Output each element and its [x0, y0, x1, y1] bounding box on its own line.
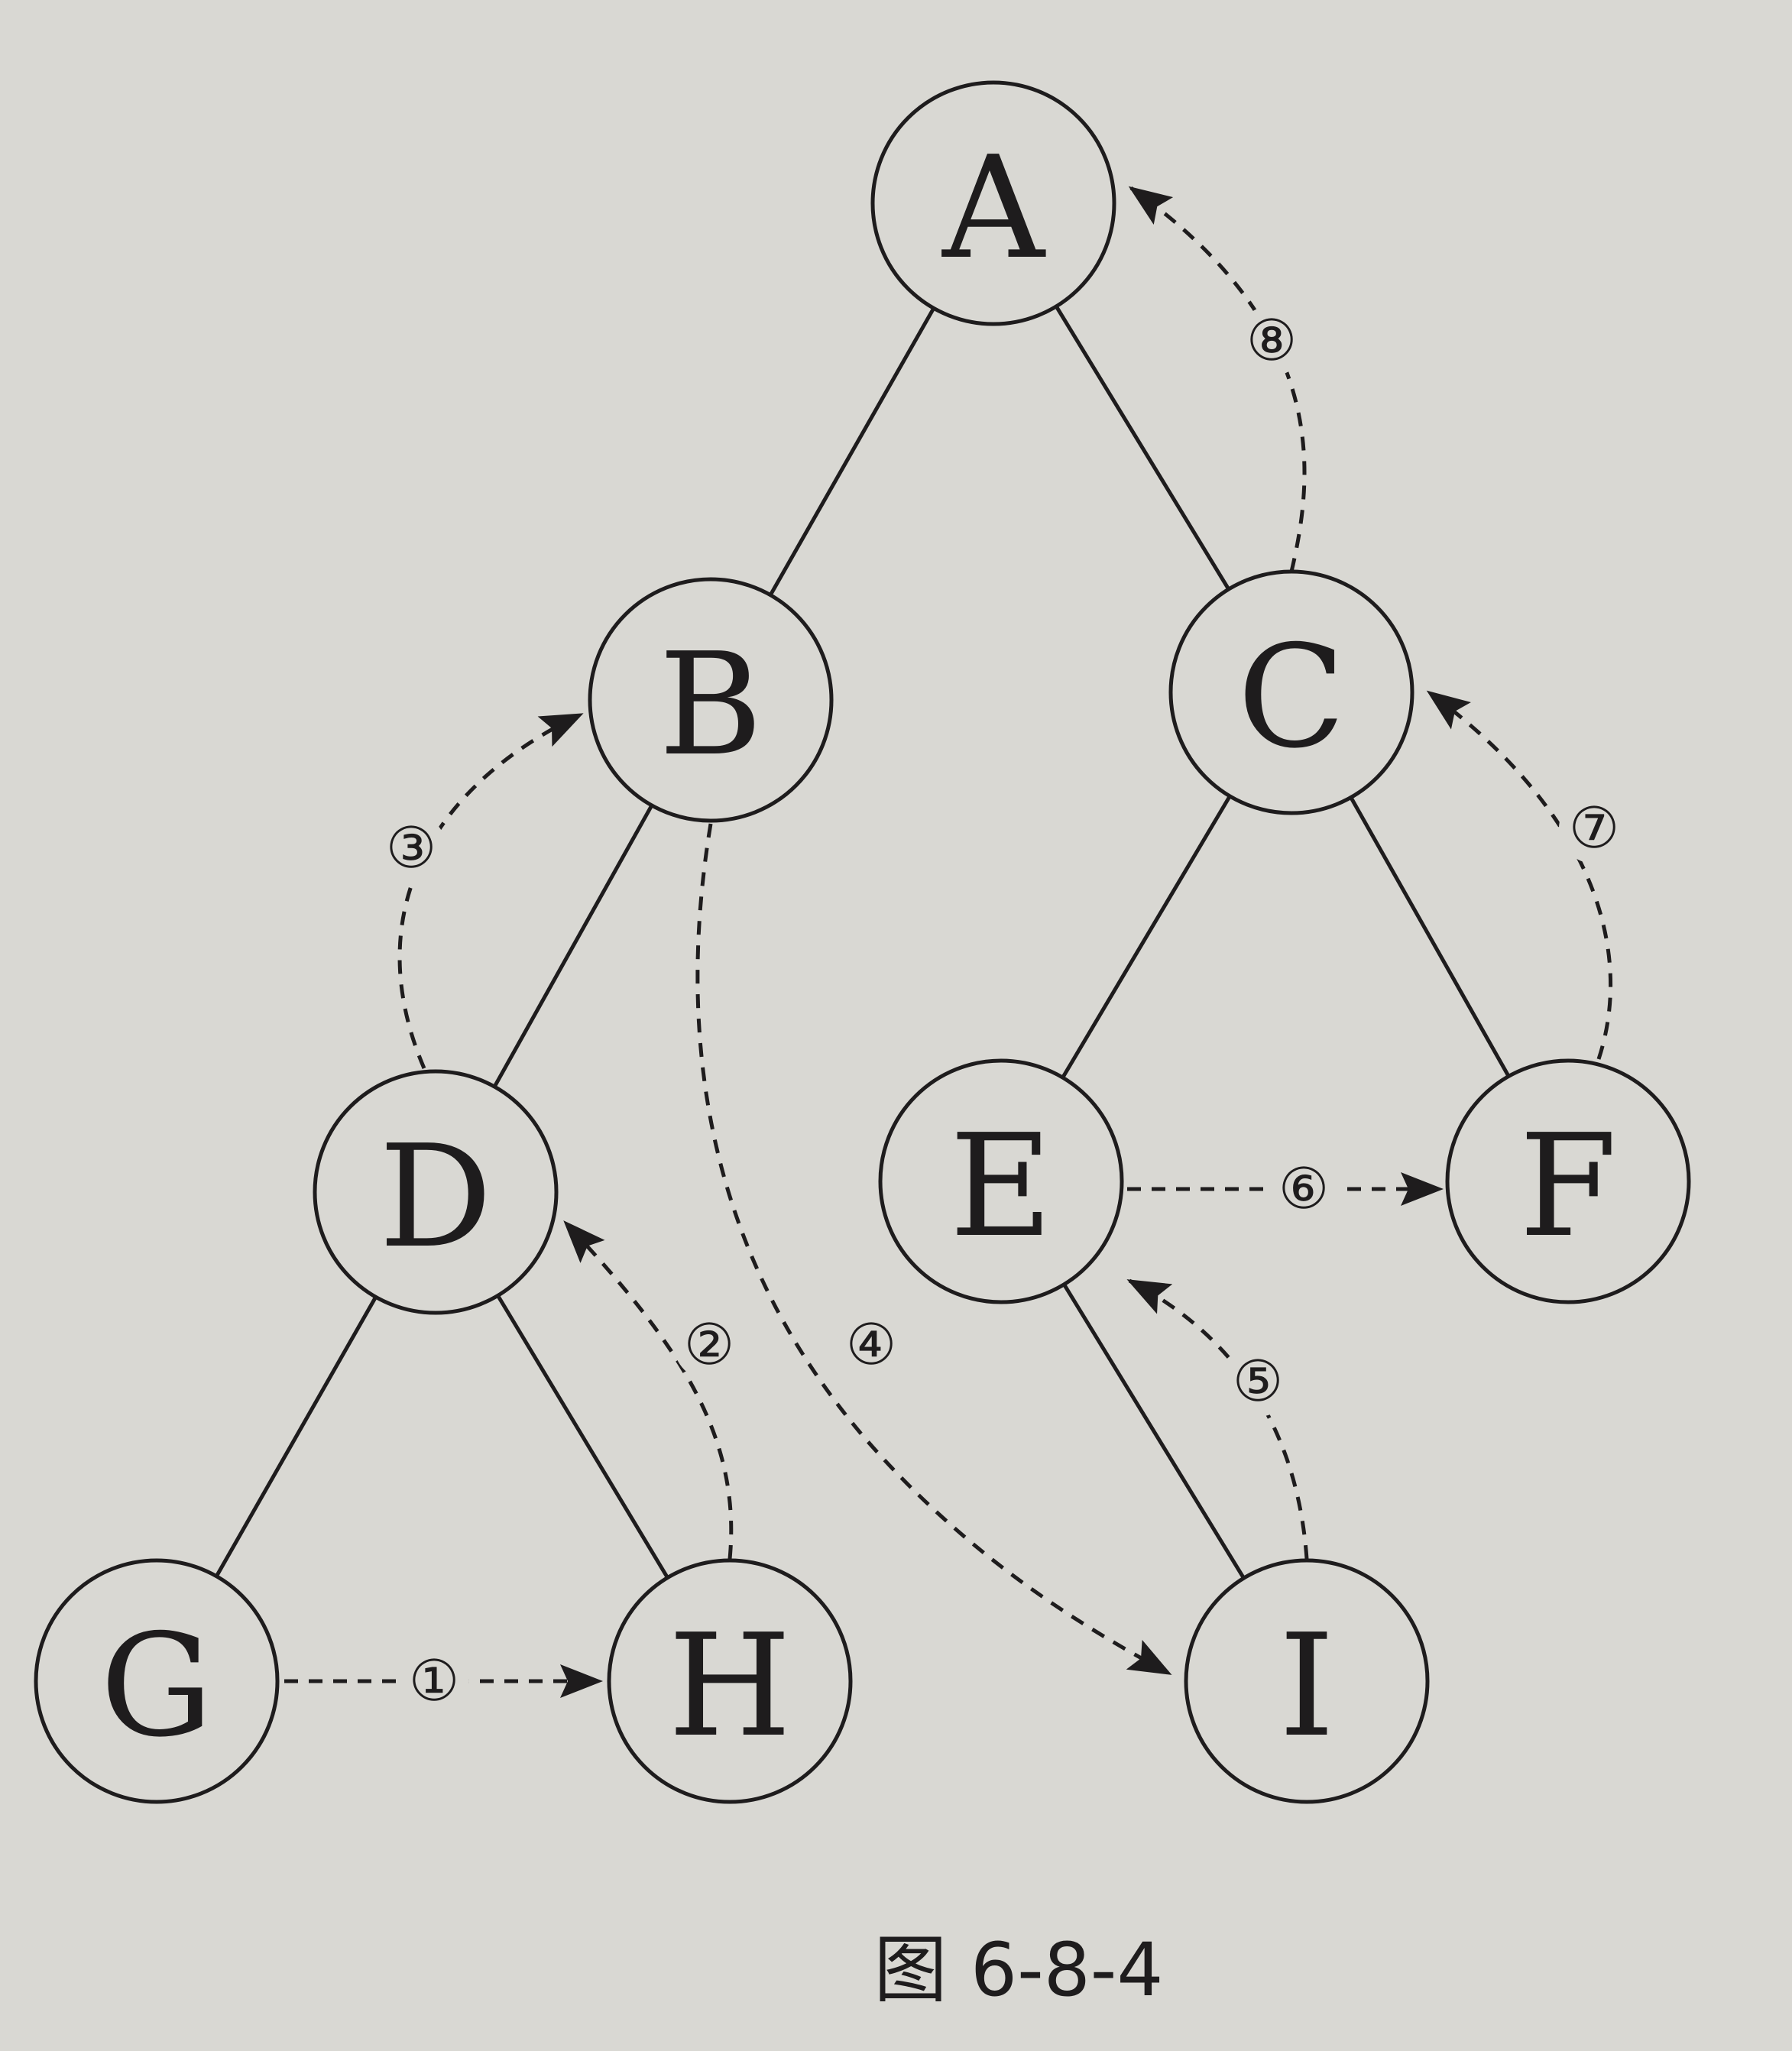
node-circle [1184, 1558, 1430, 1804]
tree-nodes: A B C D E F G H I [34, 80, 1691, 1804]
thread-label-background [1236, 306, 1307, 376]
tree-node-d: D [313, 1069, 559, 1315]
tree-edge-e-i [1062, 1283, 1246, 1580]
thread-label-background [399, 1646, 469, 1716]
node-circle [1445, 1058, 1691, 1304]
node-circle [607, 1558, 853, 1804]
tree-edge-d-h [496, 1294, 669, 1579]
thread-step-label: ② [684, 1312, 734, 1378]
node-label: E [949, 1103, 1052, 1269]
thread-step-label: ⑦ [1569, 795, 1619, 861]
tree-edge-a-c [1055, 305, 1230, 591]
thread-i-to-e: ⑤ [1126, 1278, 1309, 1560]
tree-edge-b-d [492, 804, 654, 1088]
node-label: F [1519, 1103, 1617, 1269]
thread-label-background [1223, 1346, 1293, 1417]
thread-b-to-i: ④ [695, 823, 1172, 1676]
thread-label-background [376, 813, 446, 883]
tree-node-i: I [1184, 1558, 1430, 1804]
tree-edges [215, 305, 1511, 1580]
node-label: B [659, 622, 763, 787]
thread-label-background [1559, 793, 1629, 863]
thread-arrow [1426, 690, 1613, 1060]
node-circle [313, 1069, 559, 1315]
thread-step-label: ⑤ [1233, 1349, 1283, 1414]
thread-label-background [1269, 1154, 1339, 1224]
tree-edge-a-b [768, 307, 936, 596]
thread-f-to-c: ⑦ [1426, 690, 1629, 1060]
thread-step-label: ① [409, 1648, 459, 1714]
thread-e-to-f: ⑥ [1127, 1154, 1444, 1224]
thread-step-label: ⑧ [1246, 308, 1297, 374]
thread-g-to-h: ① [284, 1646, 603, 1716]
figure-caption: 图 6-8-4 [873, 1927, 1163, 2013]
tree-node-e: E [878, 1058, 1124, 1304]
tree-node-a: A [870, 80, 1116, 326]
thread-arrow [695, 823, 1172, 1676]
thread-arrows: ① ② ③ ④ ⑤ ⑥ ⑦ ⑧ [284, 186, 1629, 1716]
node-label: H [668, 1603, 791, 1768]
thread-step-label: ③ [386, 815, 436, 881]
node-circle [870, 80, 1116, 326]
thread-arrow [563, 1220, 734, 1560]
tree-edge-d-g [215, 1296, 378, 1577]
thread-label-background [674, 1310, 744, 1380]
thread-d-to-b: ③ [376, 712, 584, 1069]
node-circle [588, 577, 834, 823]
node-label: D [379, 1114, 492, 1279]
node-circle [1168, 569, 1414, 815]
node-label: G [100, 1603, 213, 1768]
thread-arrow [397, 712, 584, 1069]
node-label: A [941, 125, 1046, 290]
tree-node-c: C [1168, 569, 1414, 815]
node-label: C [1237, 614, 1346, 779]
node-label: I [1278, 1603, 1334, 1768]
tree-node-g: G [34, 1558, 280, 1804]
thread-arrow [1126, 1278, 1309, 1560]
thread-label-background [836, 1310, 906, 1380]
thread-c-to-a: ⑧ [1128, 186, 1307, 572]
tree-node-f: F [1445, 1058, 1691, 1304]
tree-node-b: B [588, 577, 834, 823]
thread-step-label: ⑥ [1278, 1156, 1329, 1222]
thread-arrow [1128, 186, 1307, 572]
tree-edge-c-e [1061, 795, 1232, 1079]
thread-step-label: ④ [846, 1312, 896, 1378]
thread-h-to-d: ② [563, 1220, 744, 1560]
tree-node-h: H [607, 1558, 853, 1804]
node-circle [878, 1058, 1124, 1304]
tree-edge-c-f [1349, 796, 1511, 1077]
node-circle [34, 1558, 280, 1804]
